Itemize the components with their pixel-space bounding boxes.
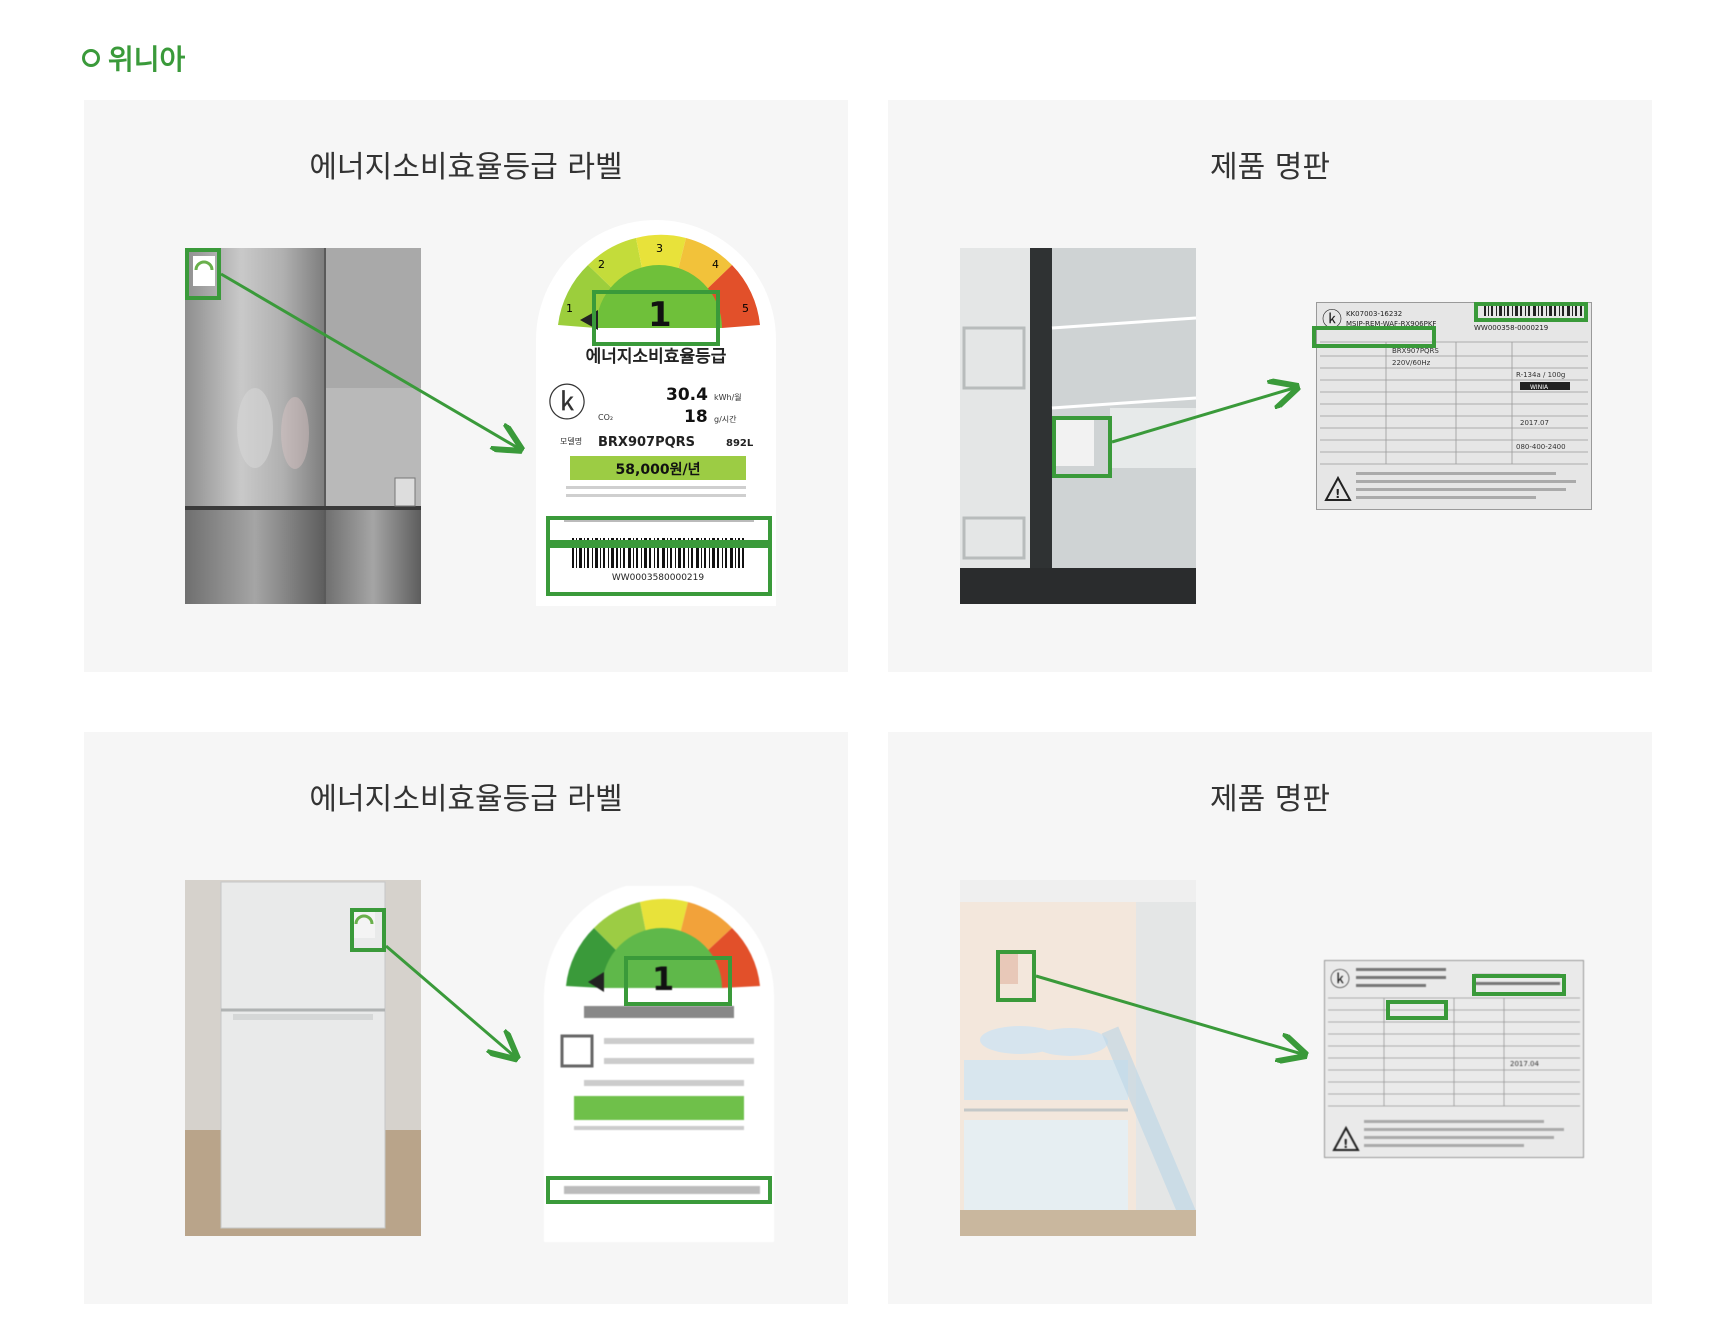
panel-nameplate-2: 제품 명판 ⓚ <box>888 732 1652 1304</box>
section-title-text: 위니아 <box>108 43 186 76</box>
svg-text:2017.07: 2017.07 <box>1520 419 1549 427</box>
grade-highlight-box <box>592 290 720 346</box>
svg-text:30.4: 30.4 <box>666 385 708 405</box>
svg-text:4: 4 <box>712 258 719 271</box>
plate-location-highlight <box>1052 416 1112 478</box>
panel-title: 에너지소비효율등급 라벨 <box>309 150 623 185</box>
svg-text:ⓚ: ⓚ <box>1322 307 1342 331</box>
svg-text:kWh/월: kWh/월 <box>714 392 742 402</box>
nameplate: ⓚ KK07003-16232 MSIP-REM-WAF-RX906PKF WW… <box>1315 301 1593 511</box>
plate-location-highlight <box>996 950 1036 1002</box>
fridge-open-photo <box>960 880 1196 1236</box>
svg-text:18: 18 <box>684 407 708 427</box>
model-highlight-box <box>1312 326 1436 348</box>
grade-highlight-box <box>624 956 732 1006</box>
svg-text:1: 1 <box>652 960 674 998</box>
svg-text:MSIP-REM-WAF-RX906PKF: MSIP-REM-WAF-RX906PKF <box>1346 320 1436 328</box>
svg-text:R-134a / 100g: R-134a / 100g <box>1516 371 1565 379</box>
svg-text:BRX907PQRS: BRX907PQRS <box>1392 347 1439 355</box>
panel-title: 에너지소비효율등급 라벨 <box>309 782 623 817</box>
panel-energy-label-1: 에너지소비효율등급 라벨 <box>84 100 848 672</box>
svg-text:BRX907PQRS: BRX907PQRS <box>598 435 695 450</box>
svg-text:에너지소비효율등급: 에너지소비효율등급 <box>586 347 727 367</box>
svg-text:2017.04: 2017.04 <box>1510 1060 1539 1068</box>
svg-text:!: ! <box>1343 1137 1348 1151</box>
barcode-highlight-box <box>546 544 772 596</box>
svg-text:모델명: 모델명 <box>560 436 582 446</box>
energy-label: 1 <box>544 881 774 1242</box>
info-highlight-box <box>546 516 772 544</box>
panel-title: 제품 명판 <box>1210 782 1330 817</box>
panel-title: 제품 명판 <box>1210 150 1330 185</box>
circle-bullet-icon <box>82 49 100 67</box>
svg-text:KK07003-16232: KK07003-16232 <box>1346 310 1402 318</box>
fridge-photo <box>185 248 421 604</box>
svg-text:ⓚ: ⓚ <box>1330 967 1350 991</box>
svg-text:2: 2 <box>598 258 605 271</box>
svg-text:892L: 892L <box>726 438 754 449</box>
model-highlight-box <box>1386 1000 1448 1020</box>
fridge-photo <box>185 880 421 1236</box>
barcode-icon <box>1484 306 1582 316</box>
svg-text:1: 1 <box>648 295 672 335</box>
svg-text:1: 1 <box>566 302 573 315</box>
svg-text:g/시간: g/시간 <box>714 414 737 424</box>
label-highlight-box <box>185 248 221 300</box>
svg-text:080-400-2400: 080-400-2400 <box>1516 443 1566 451</box>
svg-text:ⓚ: ⓚ <box>548 381 586 425</box>
panel-nameplate-1: 제품 명판 ⓚ KK07003-16232 MSIP-REM-WAF-RX906… <box>888 100 1652 672</box>
svg-text:WW000358-0000219: WW000358-0000219 <box>1474 324 1548 332</box>
svg-text:!: ! <box>1335 487 1340 501</box>
section-title: 위니아 <box>82 38 185 78</box>
svg-text:5: 5 <box>742 302 749 315</box>
svg-text:WW0003580000219: WW0003580000219 <box>612 573 705 583</box>
panel-energy-label-2: 에너지소비효율등급 라벨 1 <box>84 732 848 1304</box>
label-highlight-box <box>350 908 386 952</box>
serial-highlight-box <box>1474 302 1588 322</box>
info-highlight-box <box>546 1176 772 1204</box>
svg-text:58,000원/년: 58,000원/년 <box>616 462 701 478</box>
svg-text:3: 3 <box>656 242 663 255</box>
svg-text:WINIA: WINIA <box>1530 384 1549 391</box>
svg-text:220V/60Hz: 220V/60Hz <box>1392 359 1431 367</box>
serial-highlight-box <box>1472 974 1566 996</box>
svg-text:CO₂: CO₂ <box>598 413 613 422</box>
